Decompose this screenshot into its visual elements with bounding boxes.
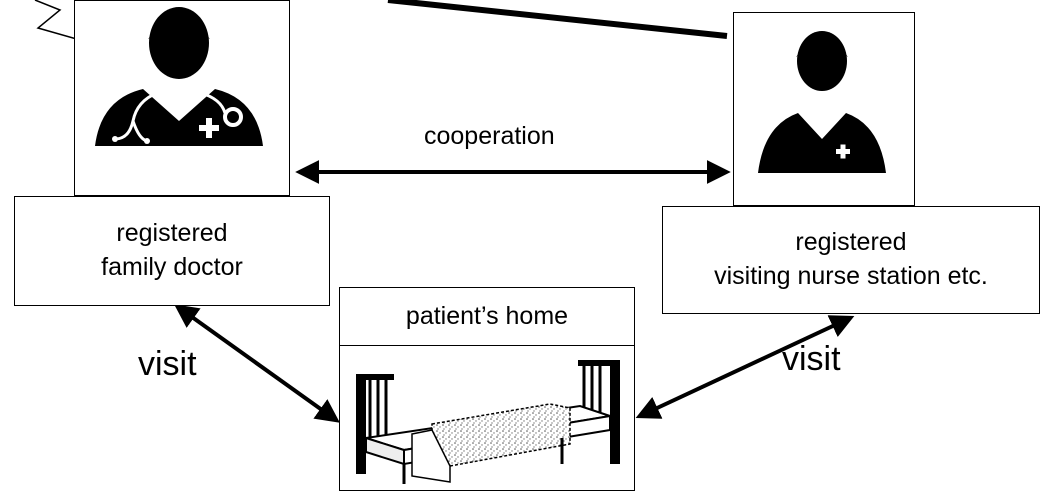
visit-label-left: visit [138, 345, 197, 383]
hospital-bed-icon [356, 360, 620, 484]
visit-arrow-right [635, 315, 855, 419]
nurse-icon [758, 31, 886, 173]
visit-arrow-left [174, 304, 340, 423]
visiting-nurse-label: registered visiting nurse station etc. [662, 206, 1040, 314]
doctor-label-line2: family doctor [101, 253, 243, 281]
nurse-label-line1: registered [795, 228, 907, 257]
visit-label-right: visit [782, 340, 841, 378]
patients-home-label: patient’s home [405, 302, 569, 331]
family-doctor-label: registered family doctor [14, 196, 330, 306]
doctor-with-stethoscope-icon [95, 7, 263, 146]
nurse-label-line2: visiting nurse station etc. [714, 262, 988, 290]
doctor-icon-box [74, 0, 290, 196]
cooperation-label: cooperation [424, 122, 555, 150]
nurse-icon-box [733, 12, 915, 206]
doctor-label-line1: registered [116, 219, 228, 248]
top-connector-line [387, 0, 728, 39]
patients-home-title: patient’s home [339, 287, 635, 347]
patients-home-bed-box [339, 345, 635, 491]
